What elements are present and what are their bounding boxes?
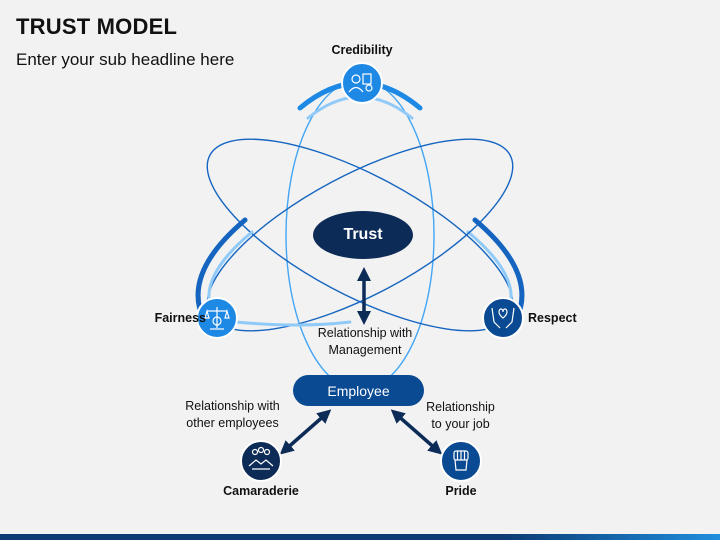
node-camaraderie	[240, 440, 282, 482]
relationship-job-line2: to your job	[431, 417, 490, 431]
employee-node: Employee	[293, 375, 424, 406]
fairness-label: Fairness	[154, 311, 206, 325]
trust-center: Trust	[313, 211, 413, 259]
camaraderie-label: Camaraderie	[223, 484, 299, 498]
heart-hands-icon	[491, 307, 515, 329]
respect-label: Respect	[528, 311, 577, 325]
relationship-management-line2: Management	[328, 343, 402, 357]
slide-title: TRUST MODEL	[16, 14, 178, 39]
slide-subtitle: Enter your sub headline here	[16, 50, 235, 69]
scales-gear-icon	[204, 307, 230, 330]
relationship-employees-line2: other employees	[186, 416, 279, 430]
credibility-icon	[348, 73, 373, 93]
arrow-employee-camaraderie	[279, 409, 332, 455]
node-pride	[440, 440, 482, 482]
fist-icon	[453, 450, 469, 471]
relationship-employees-label: Relationship with other employees	[170, 398, 295, 432]
arrow-employee-pride	[390, 409, 443, 455]
footer-bar	[0, 534, 720, 540]
relationship-job-line1: Relationship	[426, 400, 495, 414]
pride-label: Pride	[445, 484, 477, 498]
relationship-employees-line1: Relationship with	[185, 399, 280, 413]
credibility-label: Credibility	[331, 43, 393, 57]
relationship-job-label: Relationship to your job	[413, 399, 508, 433]
node-credibility	[341, 62, 383, 104]
relationship-management-label: Relationship with Management	[300, 325, 430, 359]
handshake-group-icon	[248, 446, 274, 470]
relationship-management-line1: Relationship with	[317, 326, 413, 340]
node-respect	[482, 297, 524, 339]
node-fairness	[196, 297, 238, 339]
